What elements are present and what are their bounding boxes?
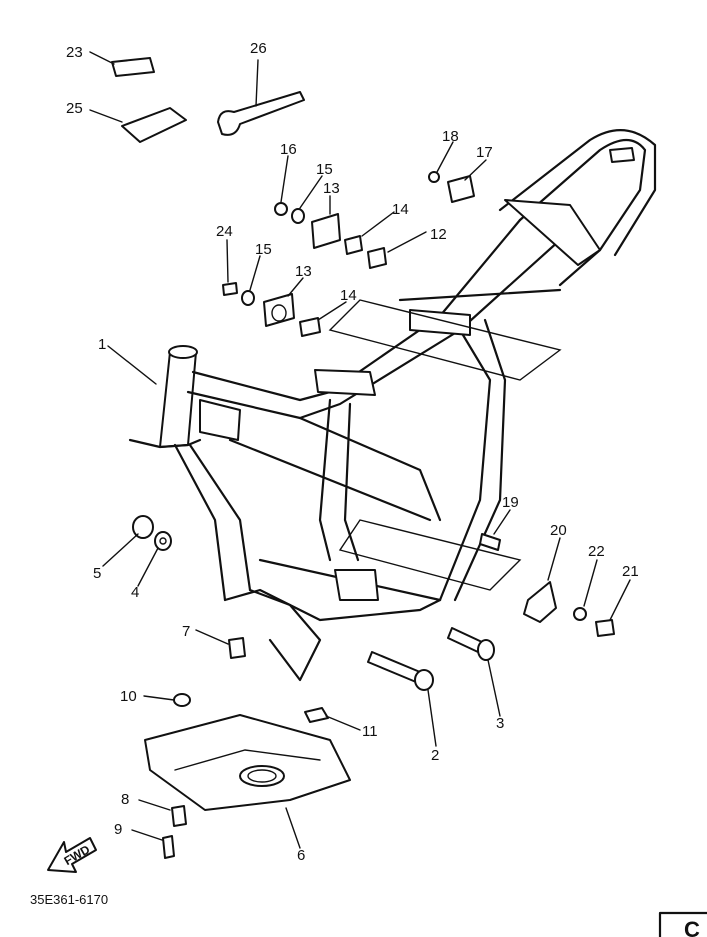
bolt-16 xyxy=(479,533,501,551)
skid-plate xyxy=(144,714,351,811)
pad-24 xyxy=(121,107,187,143)
callout-25: 23 xyxy=(66,44,83,61)
callout-2: 2 xyxy=(431,747,439,764)
callout-17: 16 xyxy=(280,141,297,158)
callout-9: 9 xyxy=(114,821,122,838)
callout-21: 21 xyxy=(622,563,639,580)
callout-11: 11 xyxy=(362,723,378,740)
callout-8: 8 xyxy=(121,791,129,808)
callout-1: 1 xyxy=(98,336,106,353)
callout-16: 19 xyxy=(502,494,519,511)
corner-mark-text: C xyxy=(684,917,700,937)
leader-lines xyxy=(89,51,631,849)
fwd-arrow: FWD xyxy=(47,837,97,873)
diagram-code: 35E361-6170 xyxy=(30,892,108,907)
spacer-13-upper xyxy=(311,213,341,249)
callout-14-lower: 14 xyxy=(340,287,357,304)
clip-18 xyxy=(447,175,475,203)
callout-12: 12 xyxy=(430,226,447,243)
nut-5 xyxy=(132,515,154,539)
callout-13-upper: 13 xyxy=(323,180,340,197)
washer-4 xyxy=(154,531,172,551)
callout-13-lower: 13 xyxy=(295,263,312,280)
washer-15-lower xyxy=(241,290,255,306)
callout-7: 7 xyxy=(182,623,190,640)
callout-10: 10 xyxy=(120,688,137,705)
callout-20: 20 xyxy=(550,522,567,539)
bolt-9 xyxy=(162,835,175,859)
main-frame xyxy=(128,129,657,682)
collar-14-lower xyxy=(299,317,321,337)
callout-3: 3 xyxy=(496,715,504,732)
callout-6: 6 xyxy=(297,847,305,864)
grommet-10 xyxy=(173,693,191,707)
nut-7 xyxy=(228,637,246,659)
bushing-12 xyxy=(367,247,387,269)
bolt-3 xyxy=(447,627,495,661)
spacer-13-lower xyxy=(263,293,295,327)
callout-19: 18 xyxy=(442,128,459,145)
callout-23: 24 xyxy=(216,223,233,240)
callout-15-lower: 15 xyxy=(255,241,272,258)
band-25 xyxy=(111,57,155,77)
callout-4: 4 xyxy=(131,584,139,601)
callout-24: 25 xyxy=(66,100,83,117)
callouts: 23 26 25 18 17 16 15 13 14 12 24 15 13 1… xyxy=(66,40,639,864)
washer-15-upper xyxy=(291,208,305,224)
callout-5: 5 xyxy=(93,565,101,582)
corner-mark: C xyxy=(658,911,707,937)
callout-18: 17 xyxy=(476,144,493,161)
callout-14-upper: 14 xyxy=(392,201,409,218)
collar-8 xyxy=(171,805,187,827)
nut-17 xyxy=(274,202,288,216)
bracket-20 xyxy=(523,581,557,623)
screw-19 xyxy=(428,171,440,183)
collar-14-upper xyxy=(344,235,363,255)
bolt-2 xyxy=(367,651,434,691)
wrench-26 xyxy=(217,91,305,136)
bolt-21 xyxy=(595,619,615,637)
callout-15-upper: 15 xyxy=(316,161,333,178)
damper-11 xyxy=(304,707,329,723)
callout-26: 26 xyxy=(250,40,267,57)
callout-22: 22 xyxy=(588,543,605,560)
washer-22 xyxy=(573,607,587,621)
bolt-23 xyxy=(222,282,238,296)
